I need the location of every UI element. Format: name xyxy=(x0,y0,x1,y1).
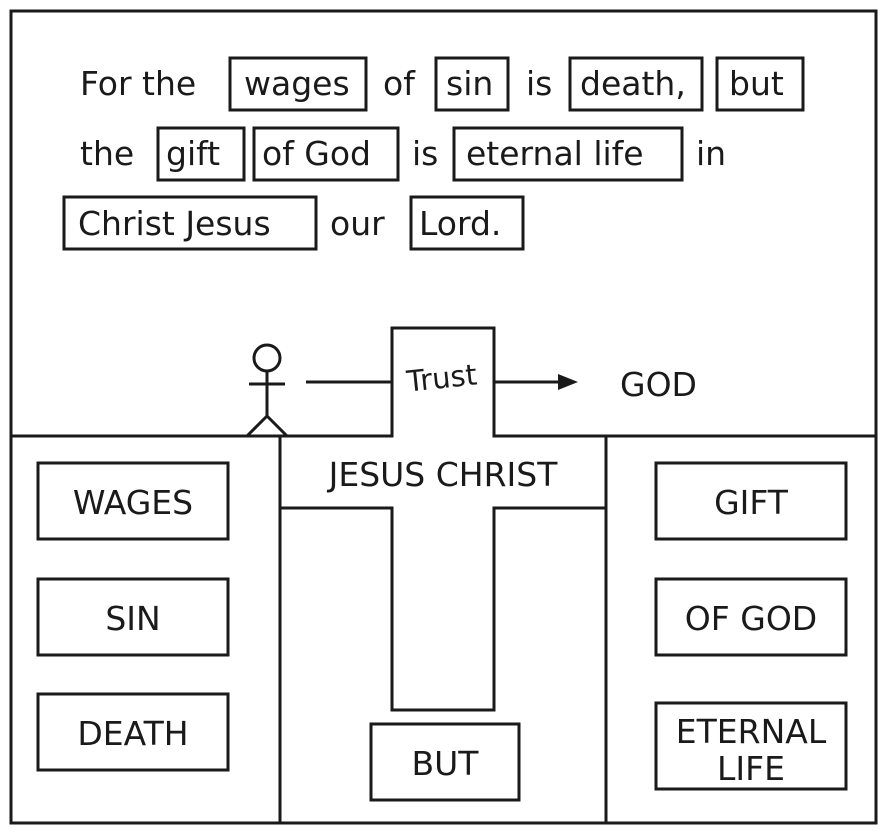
gift-box xyxy=(654,461,848,541)
but-label: BUT xyxy=(412,744,480,783)
ground-line xyxy=(11,326,876,438)
verse-box-death xyxy=(568,56,704,112)
death-label: DEATH xyxy=(77,714,188,753)
wages-label: WAGES xyxy=(73,483,193,522)
of-god-label: OF GOD xyxy=(685,599,817,638)
god-label: GOD xyxy=(620,365,697,404)
cross-shape xyxy=(280,506,606,712)
death-box xyxy=(36,692,230,772)
wages-box xyxy=(36,461,230,541)
outer-frame xyxy=(9,9,878,825)
verse-box-lord xyxy=(409,195,525,251)
verse-line-2: the gift of God is eternal life in xyxy=(80,134,726,173)
of-god-box xyxy=(654,577,848,657)
eternal-label: ETERNAL xyxy=(676,712,827,751)
verse-line-1: For the wages of sin is death, but xyxy=(80,64,784,103)
arrowhead-icon xyxy=(558,374,578,390)
stick-figure xyxy=(245,343,289,438)
verse-box-but xyxy=(715,56,805,112)
verse-box-of-god xyxy=(252,126,400,182)
verse-box-gift xyxy=(156,126,246,182)
verse-box-eternal-life xyxy=(452,126,684,182)
eternal-life-box xyxy=(654,701,848,791)
but-box xyxy=(369,722,521,802)
sin-box xyxy=(36,577,230,657)
life-label: LIFE xyxy=(717,749,785,788)
sin-label: SIN xyxy=(105,599,160,638)
verse-box-christ-jesus xyxy=(62,195,318,251)
trust-label: Trust xyxy=(404,357,478,398)
verse-line-3: Christ Jesus our Lord. xyxy=(78,204,501,243)
verse-box-wages xyxy=(228,56,368,112)
gift-label: GIFT xyxy=(714,483,789,522)
cross-label: JESUS CHRIST xyxy=(327,455,559,494)
verse-box-sin xyxy=(434,56,510,112)
